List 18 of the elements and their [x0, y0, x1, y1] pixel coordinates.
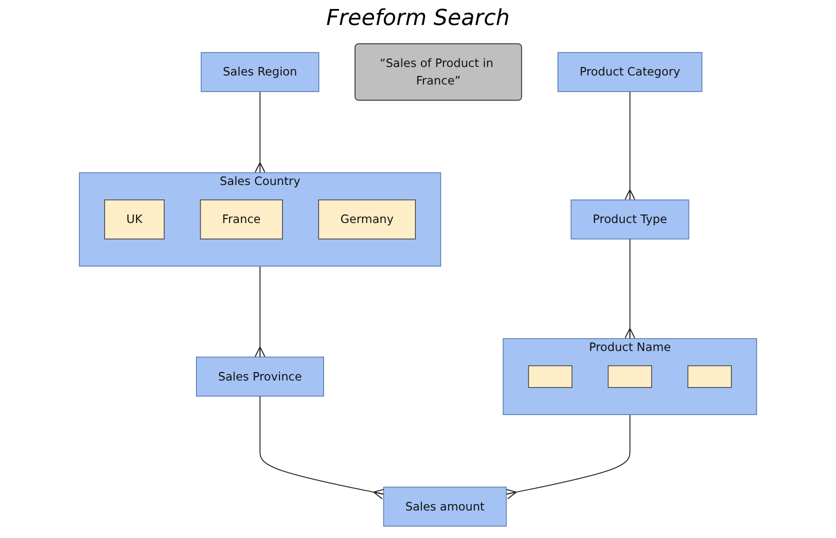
node-box: Product Category: [558, 52, 702, 92]
connector: [624, 238, 636, 340]
connector: [254, 266, 266, 358]
node-box: [528, 365, 572, 388]
connector: [504, 414, 630, 500]
node-box: Sales Region: [200, 52, 320, 92]
node-box: UK: [104, 200, 165, 240]
cluster: Product Name: [502, 338, 758, 416]
node-box: [688, 365, 732, 388]
connector: [624, 91, 636, 200]
connector: [260, 396, 386, 500]
connector: [254, 91, 266, 174]
node-box: Germany: [318, 200, 416, 240]
node-box: [608, 365, 652, 388]
node-box: Sales Province: [196, 356, 324, 397]
node-box: France: [200, 200, 283, 240]
node-box: Product Type: [570, 200, 690, 240]
node-box: Sales amount: [383, 486, 507, 527]
